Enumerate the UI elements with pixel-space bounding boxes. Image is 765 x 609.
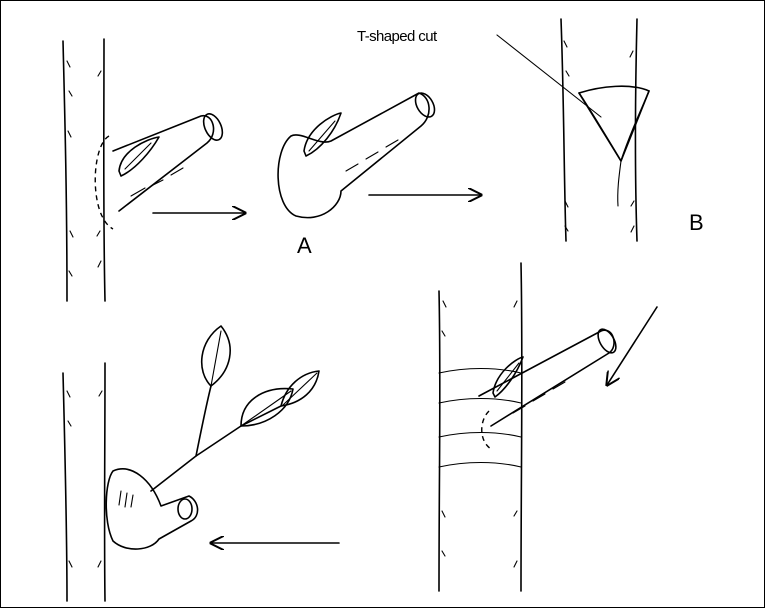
t-shaped-cut — [579, 86, 649, 206]
label-t-shaped-cut: T-shaped cut — [357, 28, 438, 45]
grown-shoot — [106, 326, 319, 549]
stem-top-left — [63, 39, 105, 301]
label-b: B — [689, 210, 704, 235]
stem-bottom-left — [63, 363, 105, 601]
stem-top-right — [561, 19, 637, 241]
t-cut-pointer — [497, 35, 601, 117]
bud-inserted — [479, 326, 620, 449]
bud-shield-cut — [95, 111, 226, 229]
bud-shield-A — [278, 90, 438, 218]
label-a: A — [297, 233, 312, 258]
stem-bottom-right — [439, 263, 522, 591]
arrow-3 — [607, 307, 657, 385]
